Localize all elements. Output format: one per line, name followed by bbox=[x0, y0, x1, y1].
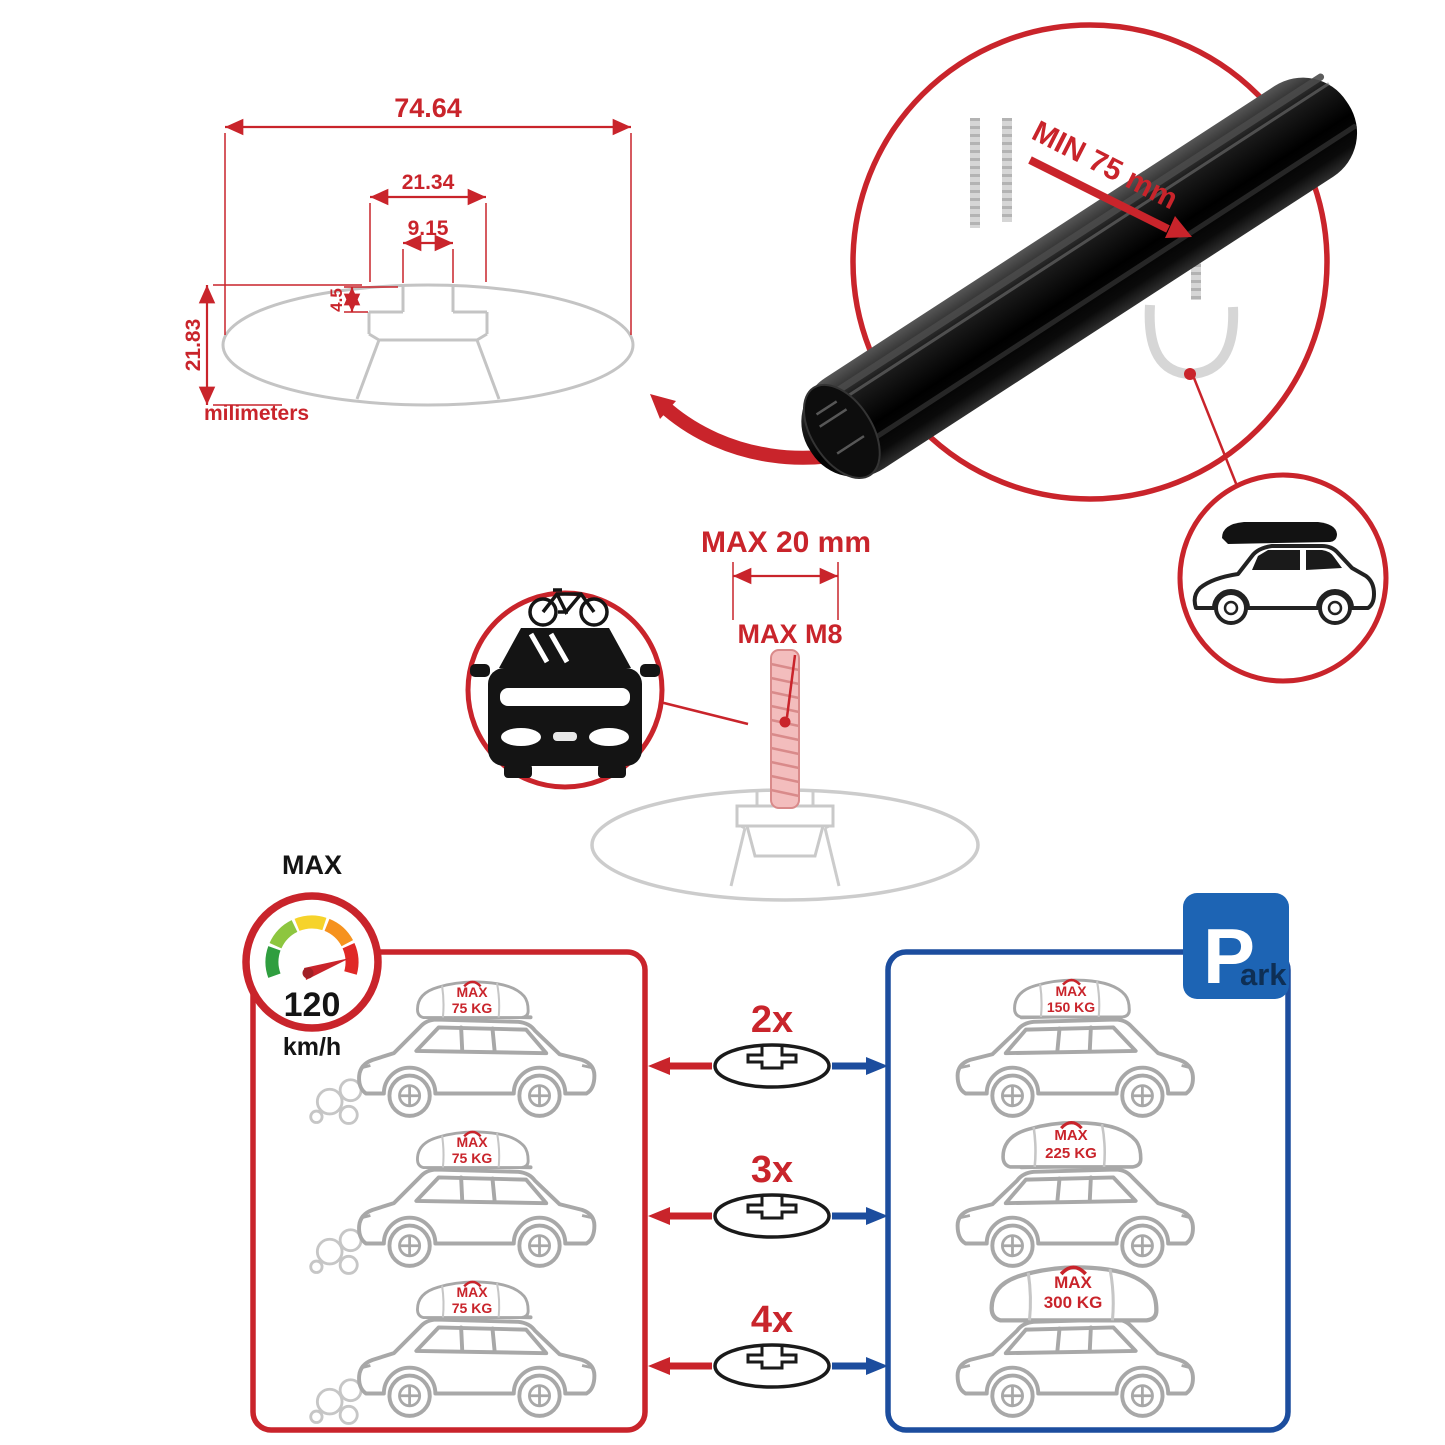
bolt-illustration bbox=[770, 649, 800, 809]
min-clamp-arrow bbox=[1028, 156, 1192, 238]
multiplier-row: 2x bbox=[648, 999, 888, 1089]
arrow-left-red bbox=[648, 1207, 712, 1225]
park-sign-p: P bbox=[1203, 912, 1255, 1000]
crossbar-photo bbox=[801, 73, 1358, 479]
roof-box bbox=[1222, 522, 1337, 544]
multiplier-label: 3x bbox=[751, 1149, 793, 1191]
cargo-max-label: MAX bbox=[456, 1134, 488, 1150]
crossbar-profile-icon bbox=[713, 1043, 831, 1089]
multiplier-row: 3x bbox=[648, 1149, 888, 1239]
crossbar-end-cap bbox=[802, 383, 881, 479]
speed-max-heading: MAX bbox=[282, 850, 342, 880]
driving-row: MAX 75 KG bbox=[309, 980, 597, 1125]
dim-slot-width-label: 9.15 bbox=[408, 217, 449, 240]
load-comparison: MAX 75 KG MAX 75 KG MAX 75 KG MAX 150 KG bbox=[250, 893, 1291, 1433]
units-label: milimeters bbox=[204, 402, 309, 425]
profile-with-nut-sketch bbox=[590, 788, 980, 902]
arrow-right-blue bbox=[832, 1057, 888, 1075]
cargo-max-label: MAX bbox=[1055, 983, 1087, 999]
profile-dimension-diagram: 74.64 21.34 9.15 4.5 21.83 milimeters bbox=[182, 93, 635, 425]
u-bolt-sketch-top bbox=[970, 118, 1012, 228]
u-bolt-pointer-dot bbox=[1184, 368, 1196, 380]
multiplier-row: 4x bbox=[648, 1299, 888, 1389]
arrow-left-red bbox=[648, 1057, 712, 1075]
roofbox-car-badge bbox=[1177, 472, 1389, 684]
park-sign: P ark bbox=[1183, 893, 1289, 1000]
u-bolt-sketch-right-loop bbox=[1144, 304, 1239, 487]
speed-limit-badge: MAX 120 km/h bbox=[242, 850, 382, 1061]
dim-slot-depth-label: 4.5 bbox=[327, 288, 346, 312]
park-sign-board bbox=[1183, 893, 1289, 999]
cargo-max-label: MAX bbox=[1054, 1127, 1087, 1144]
crossbar-detail: MIN 75 mm bbox=[801, 22, 1358, 502]
speedometer-needle bbox=[304, 958, 350, 980]
profile-cross-section-sketch bbox=[221, 283, 635, 407]
bolt-thread-label: MAX M8 bbox=[737, 619, 842, 649]
driving-row: MAX 75 KG bbox=[309, 1130, 597, 1275]
bolt-pointer-dot bbox=[779, 716, 791, 728]
cargo-weight-label: 75 KG bbox=[452, 1300, 493, 1316]
bicycle-icon bbox=[528, 588, 609, 627]
speedometer-circle bbox=[242, 892, 382, 1032]
bolt-detail-section: MAX 20 mm MAX M8 bbox=[465, 526, 980, 902]
arrow-right-blue bbox=[832, 1207, 888, 1225]
cargo-max-label: MAX bbox=[456, 984, 488, 1000]
cargo-weight-label: 225 KG bbox=[1045, 1145, 1097, 1162]
parked-row: MAX 150 KG bbox=[955, 978, 1195, 1118]
arrow-right-blue bbox=[832, 1357, 888, 1375]
multiplier-label: 4x bbox=[751, 1299, 793, 1341]
bike-car-badge bbox=[465, 588, 665, 790]
speedometer-value: 120 bbox=[284, 986, 341, 1024]
cargo-max-label: MAX bbox=[1054, 1273, 1092, 1292]
speedometer-gauge bbox=[265, 915, 359, 978]
cargo-weight-label: 75 KG bbox=[452, 1150, 493, 1166]
bolt-length-label: MAX 20 mm bbox=[701, 526, 871, 559]
detail-circle bbox=[850, 22, 1330, 502]
dim-total-width-label: 74.64 bbox=[394, 93, 462, 123]
cargo-weight-label: 75 KG bbox=[452, 1000, 493, 1016]
dim-total-height-label: 21.83 bbox=[182, 319, 205, 372]
speed-unit-label: km/h bbox=[283, 1033, 341, 1061]
crossbar-profile-icon bbox=[713, 1343, 831, 1389]
driving-row: MAX 75 KG bbox=[309, 1280, 597, 1425]
parked-row: MAX 225 KG bbox=[955, 1120, 1195, 1268]
parked-row: MAX 300 KG bbox=[955, 1267, 1195, 1418]
dim-channel-width-label: 21.34 bbox=[402, 171, 455, 194]
cargo-weight-label: 300 KG bbox=[1044, 1293, 1103, 1312]
crossbar-profile-icon bbox=[713, 1193, 831, 1239]
cargo-max-label: MAX bbox=[456, 1284, 488, 1300]
arrow-left-red bbox=[648, 1357, 712, 1375]
multiplier-label: 2x bbox=[751, 999, 793, 1041]
cargo-weight-label: 150 KG bbox=[1047, 999, 1095, 1015]
park-sign-ark: ark bbox=[1240, 957, 1287, 992]
